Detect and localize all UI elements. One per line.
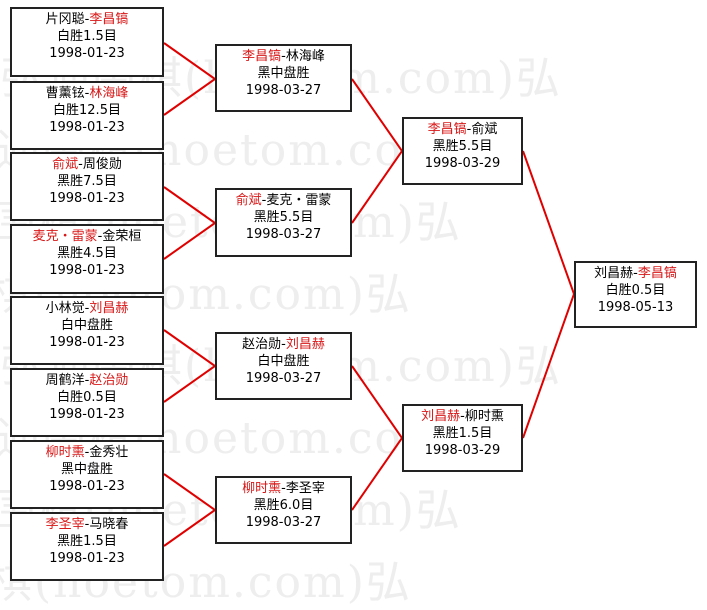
match-box-r1-3[interactable]: 俞斌-周俊勋 黑胜7.5目 1998-01-23 <box>10 152 164 221</box>
match-date: 1998-03-27 <box>245 83 322 98</box>
player-2: 刘昌赫 <box>285 337 325 352</box>
connector-line <box>522 150 576 439</box>
connector-line <box>351 78 404 224</box>
player-2: 金秀壮 <box>89 445 129 460</box>
player-2: 赵治勋 <box>89 373 129 388</box>
match-date: 1998-03-27 <box>245 515 322 530</box>
match-box-r1-7[interactable]: 柳时熏-金秀壮 黑中盘胜 1998-01-23 <box>10 440 164 509</box>
match-players: 小林觉-刘昌赫 <box>45 301 129 316</box>
match-date: 1998-01-23 <box>49 407 125 422</box>
player-1: 片冈聪 <box>45 12 85 27</box>
match-box-r3-1[interactable]: 李昌镐-俞斌 黑胜5.5目 1998-03-29 <box>402 117 523 185</box>
match-players: 李昌镐-俞斌 <box>427 122 498 137</box>
match-date: 1998-03-27 <box>245 227 322 242</box>
match-date: 1998-01-23 <box>49 335 125 350</box>
match-result: 白胜12.5目 <box>53 103 121 118</box>
match-result: 黑胜4.5目 <box>57 246 117 261</box>
match-box-r3-2[interactable]: 刘昌赫-柳时熏 黑胜1.5目 1998-03-29 <box>402 404 523 472</box>
match-box-r1-4[interactable]: 麦克・雷蒙-金荣桓 黑胜4.5目 1998-01-23 <box>10 224 164 294</box>
player-2: 林海峰 <box>89 86 129 101</box>
match-date: 1998-01-23 <box>49 191 125 206</box>
match-result: 黑胜1.5目 <box>57 534 117 549</box>
connector-line <box>163 473 217 547</box>
match-players: 周鹤洋-赵治勋 <box>45 373 129 388</box>
player-1: 俞斌 <box>235 193 262 208</box>
player-1: 赵治勋 <box>242 337 282 352</box>
match-result: 黑胜7.5目 <box>57 174 117 189</box>
match-box-final[interactable]: 刘昌赫-李昌镐 白胜0.5目 1998-05-13 <box>574 261 697 328</box>
match-result: 黑胜5.5目 <box>432 139 493 154</box>
match-box-r2-1[interactable]: 李昌镐-林海峰 黑中盘胜 1998-03-27 <box>215 44 352 112</box>
match-result: 白胜1.5目 <box>57 29 117 44</box>
match-date: 1998-03-27 <box>245 371 322 386</box>
match-box-r1-1[interactable]: 片冈聪-李昌镐 白胜1.5目 1998-01-23 <box>10 7 164 77</box>
player-1: 麦克・雷蒙 <box>32 229 98 244</box>
player-2: 麦克・雷蒙 <box>266 193 332 208</box>
player-2: 马晓春 <box>89 517 129 532</box>
match-result: 黑中盘胜 <box>60 462 113 477</box>
match-date: 1998-01-23 <box>49 263 125 278</box>
player-1: 柳时熏 <box>242 481 282 496</box>
match-result: 黑胜6.0目 <box>253 498 314 513</box>
match-result: 白胜0.5目 <box>605 283 666 298</box>
connector-line <box>163 42 217 116</box>
player-2: 柳时熏 <box>464 409 504 424</box>
match-result: 黑中盘胜 <box>257 66 310 81</box>
match-result: 白中盘胜 <box>257 354 310 369</box>
player-2: 李昌镐 <box>637 266 677 281</box>
match-players: 柳时熏-金秀壮 <box>45 445 129 460</box>
player-2: 周俊勋 <box>82 157 122 172</box>
match-result: 黑胜5.5目 <box>253 210 314 225</box>
player-2: 金荣桓 <box>102 229 142 244</box>
match-players: 刘昌赫-柳时熏 <box>421 409 504 424</box>
match-date: 1998-05-13 <box>597 300 674 315</box>
match-date: 1998-01-23 <box>49 120 125 135</box>
match-players: 俞斌-麦克・雷蒙 <box>235 193 332 208</box>
player-1: 周鹤洋 <box>45 373 85 388</box>
match-players: 曹薰铉-林海峰 <box>45 86 129 101</box>
match-players: 赵治勋-刘昌赫 <box>242 337 325 352</box>
match-result: 白中盘胜 <box>60 318 113 333</box>
match-box-r2-4[interactable]: 柳时熏-李圣宰 黑胜6.0目 1998-03-27 <box>215 476 352 544</box>
match-players: 刘昌赫-李昌镐 <box>594 266 677 281</box>
player-2: 俞斌 <box>471 122 498 137</box>
match-date: 1998-03-29 <box>424 156 501 171</box>
connector-line <box>163 186 217 260</box>
match-players: 麦克・雷蒙-金荣桓 <box>32 229 142 244</box>
match-box-r2-2[interactable]: 俞斌-麦克・雷蒙 黑胜5.5目 1998-03-27 <box>215 188 352 257</box>
player-1: 李圣宰 <box>45 517 85 532</box>
connector-line <box>163 329 217 403</box>
player-1: 曹薰铉 <box>45 86 85 101</box>
player-1: 李昌镐 <box>427 122 467 137</box>
match-box-r1-8[interactable]: 李圣宰-马晓春 黑胜1.5目 1998-01-23 <box>10 512 164 581</box>
player-1: 柳时熏 <box>45 445 85 460</box>
match-players: 柳时熏-李圣宰 <box>242 481 325 496</box>
match-date: 1998-03-29 <box>424 443 501 458</box>
match-players: 李昌镐-林海峰 <box>242 49 325 64</box>
match-players: 片冈聪-李昌镐 <box>45 12 129 27</box>
match-players: 俞斌-周俊勋 <box>52 157 122 172</box>
player-1: 刘昌赫 <box>594 266 634 281</box>
match-box-r1-5[interactable]: 小林觉-刘昌赫 白中盘胜 1998-01-23 <box>10 296 164 365</box>
match-date: 1998-01-23 <box>49 46 125 61</box>
match-players: 李圣宰-马晓春 <box>45 517 129 532</box>
connector-line <box>351 365 404 511</box>
player-2: 林海峰 <box>285 49 325 64</box>
match-result: 白胜0.5目 <box>57 390 117 405</box>
player-1: 李昌镐 <box>242 49 282 64</box>
player-1: 俞斌 <box>52 157 79 172</box>
match-date: 1998-01-23 <box>49 479 125 494</box>
match-box-r1-2[interactable]: 曹薰铉-林海峰 白胜12.5目 1998-01-23 <box>10 81 164 150</box>
player-2: 李昌镐 <box>89 12 129 27</box>
player-1: 小林觉 <box>45 301 85 316</box>
match-date: 1998-01-23 <box>49 551 125 566</box>
player-1: 刘昌赫 <box>421 409 461 424</box>
player-2: 刘昌赫 <box>89 301 129 316</box>
match-box-r1-6[interactable]: 周鹤洋-赵治勋 白胜0.5目 1998-01-23 <box>10 368 164 437</box>
match-box-r2-3[interactable]: 赵治勋-刘昌赫 白中盘胜 1998-03-27 <box>215 332 352 400</box>
player-2: 李圣宰 <box>285 481 325 496</box>
match-result: 黑胜1.5目 <box>432 426 493 441</box>
